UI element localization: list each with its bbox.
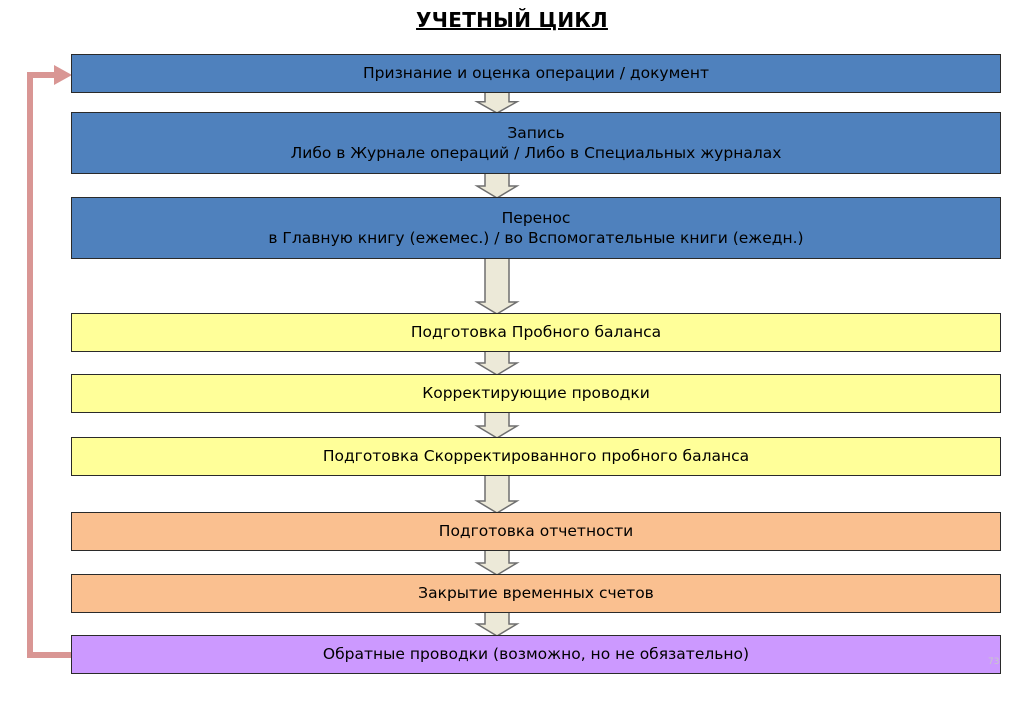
step-posting-detail: в Главную книгу (ежемес.) / во Вспомогат… bbox=[268, 229, 804, 247]
step-financial-statements: Подготовка отчетности bbox=[71, 512, 1001, 551]
step-recording: Запись Либо в Журнале операций / Либо в … bbox=[71, 112, 1001, 174]
page-number: 73 bbox=[988, 657, 1000, 667]
step-trial-balance-label: Подготовка Пробного баланса bbox=[410, 323, 662, 342]
step-recognition: Признание и оценка операции / документ bbox=[71, 54, 1001, 93]
step-posting: Перенос в Главную книгу (ежемес.) / во В… bbox=[71, 197, 1001, 259]
step-reversing-entries-label: Обратные проводки (возможно, но не обяза… bbox=[322, 645, 750, 664]
step-recording-detail: Либо в Журнале операций / Либо в Специал… bbox=[290, 144, 782, 162]
loop-back-arrow bbox=[27, 72, 71, 658]
step-financial-statements-label: Подготовка отчетности bbox=[438, 522, 634, 541]
step-adjusting-entries: Корректирующие проводки bbox=[71, 374, 1001, 413]
loop-back-arrowhead bbox=[54, 65, 72, 85]
diagram-title: УЧЕТНЫЙ ЦИКЛ bbox=[416, 8, 608, 32]
step-posting-title: Перенос bbox=[501, 208, 571, 227]
down-arrow-6 bbox=[474, 470, 520, 514]
step-adjusted-trial-balance: Подготовка Скорректированного пробного б… bbox=[71, 437, 1001, 476]
down-arrows bbox=[474, 87, 520, 637]
step-reversing-entries: Обратные проводки (возможно, но не обяза… bbox=[71, 635, 1001, 674]
step-recognition-label: Признание и оценка операции / документ bbox=[363, 64, 709, 83]
step-trial-balance: Подготовка Пробного баланса bbox=[71, 313, 1001, 352]
step-adjusting-entries-label: Корректирующие проводки bbox=[422, 384, 650, 403]
step-recording-title: Запись bbox=[507, 123, 565, 142]
step-closing-temporary-accounts: Закрытие временных счетов bbox=[71, 574, 1001, 613]
step-closing-temporary-accounts-label: Закрытие временных счетов bbox=[418, 584, 654, 603]
step-adjusted-trial-balance-label: Подготовка Скорректированного пробного б… bbox=[322, 447, 750, 466]
down-arrow-3 bbox=[474, 253, 520, 315]
